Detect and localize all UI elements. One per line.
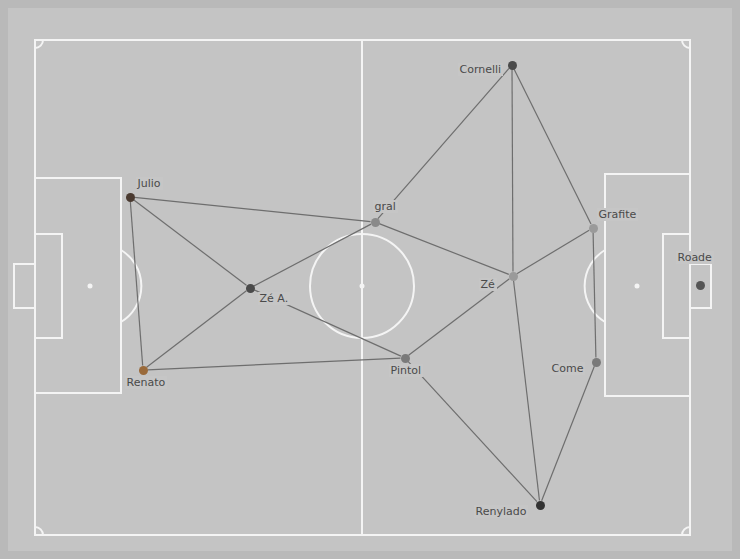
pass-line [254,224,371,286]
player-dot: gral [371,218,380,227]
pass-line [517,230,589,273]
player-dot: Zé [509,272,518,281]
pass-line [147,358,400,370]
player-dot: Renato [139,366,148,375]
pass-line [514,280,540,500]
player-name: gral [373,200,398,213]
pass-line [130,201,142,365]
field-lines [14,40,711,535]
player-name: Renylado [474,505,529,518]
pass-line [511,70,513,272]
pass-line [593,232,596,357]
player-name: Renato [125,376,168,389]
pass-line [254,290,401,356]
pass-line [408,361,537,501]
player-name: Julio [136,177,163,190]
paper [8,8,732,551]
player-dot: Cornelli [508,61,517,70]
player-dot: Renylado [536,501,545,510]
player-name: Grafite [597,208,639,221]
player-name: Come [550,362,586,375]
pass-line [134,197,370,221]
player-name: Roade [676,251,714,264]
pass-line [134,200,247,286]
player-name: Zé A. [258,292,291,305]
player-dot: Pintol [401,354,410,363]
pass-line [147,291,247,368]
player-dot: Zé A. [246,284,255,293]
pass-line [379,224,509,275]
player-dot: Julio [126,193,135,202]
pass-line [542,366,595,501]
player-name: Pintol [389,364,424,377]
player-name: Zé [479,278,497,291]
pass-line [514,69,591,224]
player-name: Cornelli [458,63,504,76]
pass-line [378,68,509,218]
player-dot: Come [592,358,601,367]
player-dot: Grafite [589,224,598,233]
player-dot: Roade [696,281,705,290]
